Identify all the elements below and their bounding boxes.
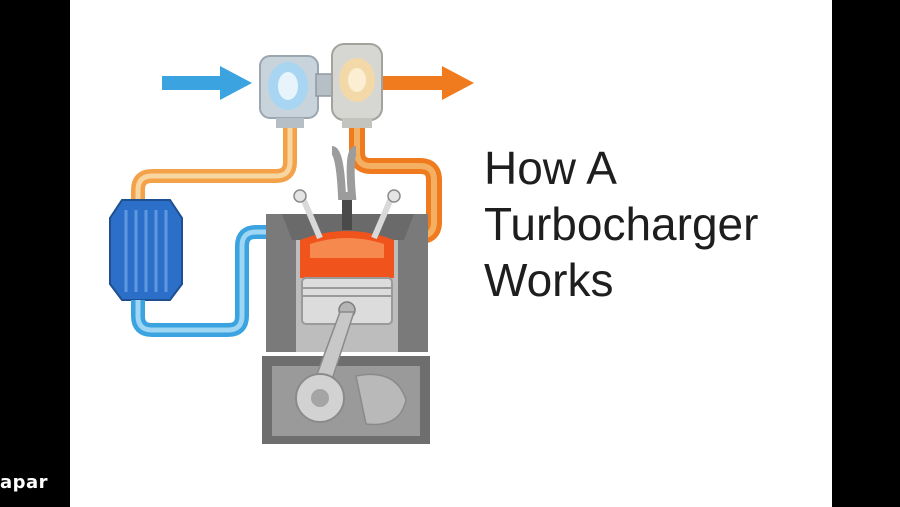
exhaust-arrow-icon (382, 66, 474, 100)
boost-pipe (131, 128, 297, 202)
watermark: apar (0, 472, 49, 493)
piston-icon (301, 277, 393, 325)
intake-pipe (131, 225, 302, 337)
exhaust-pipe (349, 128, 442, 244)
title-line-1: How A (484, 142, 617, 194)
title-line-2: Turbocharger (484, 198, 759, 250)
turbocharger-icon (259, 43, 383, 128)
video-frame: How A Turbocharger Works (70, 0, 832, 507)
intake-arrow-icon (162, 66, 252, 100)
intercooler-icon (109, 199, 183, 301)
title-line-3: Works (484, 254, 614, 306)
diagram-title: How A Turbocharger Works (484, 140, 758, 308)
crankshaft-icon (295, 311, 407, 426)
turbocharger-diagram (109, 43, 474, 444)
